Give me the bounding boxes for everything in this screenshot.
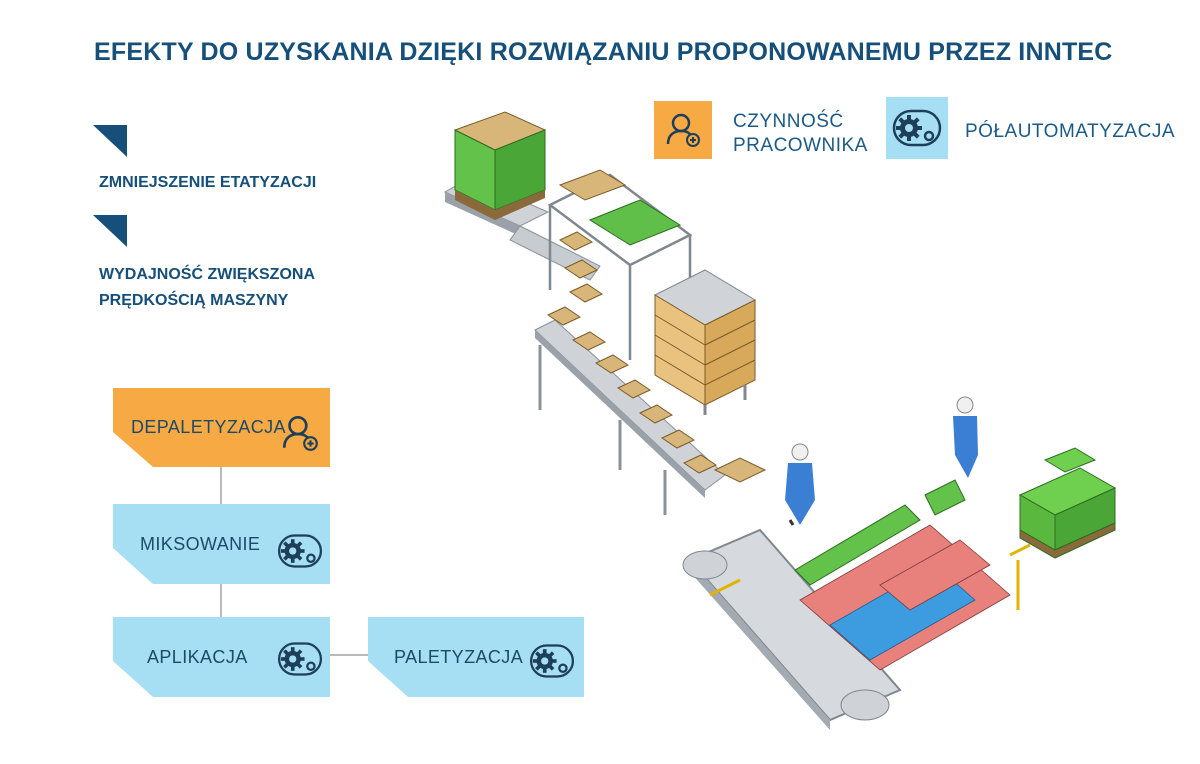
- step-label: DEPALETYZACJA: [131, 417, 286, 437]
- oval-conveyor: [682, 528, 902, 730]
- step-shape: [113, 617, 330, 697]
- step-label: PALETYZACJA: [394, 646, 524, 667]
- effect-line: PRĘDKOŚCIĄ MASZYNY: [99, 292, 289, 309]
- step-aplikacja: APLIKACJA: [113, 617, 330, 697]
- page-title: EFEKTY DO UZYSKANIA DZIĘKI ROZWIĄZANIU P…: [94, 38, 1113, 66]
- legend-line: PÓŁAUTOMATYZACJA: [965, 121, 1175, 142]
- legend-line: CZYNNOŚĆ: [733, 111, 844, 132]
- step-miksowanie: MIKSOWANIE: [113, 504, 330, 584]
- worker-figure-icon: [953, 396, 978, 478]
- step-shape: [113, 388, 330, 467]
- step-shape: [113, 504, 330, 584]
- effect-flag-icon: [93, 125, 127, 157]
- effect-line: ZMNIEJSZENIE ETATYZACJI: [99, 174, 317, 191]
- effect-wydajnosc: WYDAJNOŚĆ ZWIĘKSZONA PRĘDKOŚCIĄ MASZYNY: [99, 262, 315, 314]
- connector-line: [220, 466, 222, 506]
- connector-line: [220, 583, 222, 618]
- production-line-illustration: [443, 111, 1117, 730]
- legend-semiauto-swatch: [886, 97, 948, 159]
- pallet-rack: [653, 269, 757, 415]
- legend-worker-label: CZYNNOŚĆ PRACOWNIKA: [733, 110, 868, 158]
- step-label: APLIKACJA: [147, 646, 248, 667]
- effect-zmniejszenie-etatyzacji: ZMNIEJSZENIE ETATYZACJI: [99, 170, 316, 196]
- legend-semiauto-label: PÓŁAUTOMATYZACJA: [965, 120, 1175, 144]
- gear-chain-icon: [277, 642, 323, 676]
- worker-add-icon: [666, 113, 700, 147]
- step-depaletyzacja: DEPALETYZACJA: [113, 388, 330, 467]
- worker-add-icon: [282, 415, 318, 451]
- step-shape: [368, 617, 584, 697]
- effect-line: WYDAJNOŚĆ ZWIĘKSZONA: [99, 266, 315, 283]
- step-label: MIKSOWANIE: [140, 533, 261, 554]
- outfeed-pallet-icon: [1018, 447, 1117, 559]
- safety-guard: [709, 543, 1031, 610]
- worker-figure-icon: [785, 443, 815, 526]
- gear-chain-icon: [529, 644, 575, 678]
- box-station: [794, 479, 966, 586]
- legend-worker-swatch: [654, 101, 712, 159]
- pallet-stack-icon: [453, 111, 547, 220]
- step-paletyzacja: PALETYZACJA: [368, 617, 584, 697]
- gear-chain-icon: [277, 534, 323, 568]
- effect-flag-icon: [93, 215, 127, 247]
- product-tray-grid: [799, 524, 1011, 671]
- connector-line: [329, 654, 369, 656]
- legend-line: PRACOWNIKA: [733, 135, 868, 156]
- box-row: [546, 231, 767, 483]
- gear-chain-icon: [892, 109, 942, 147]
